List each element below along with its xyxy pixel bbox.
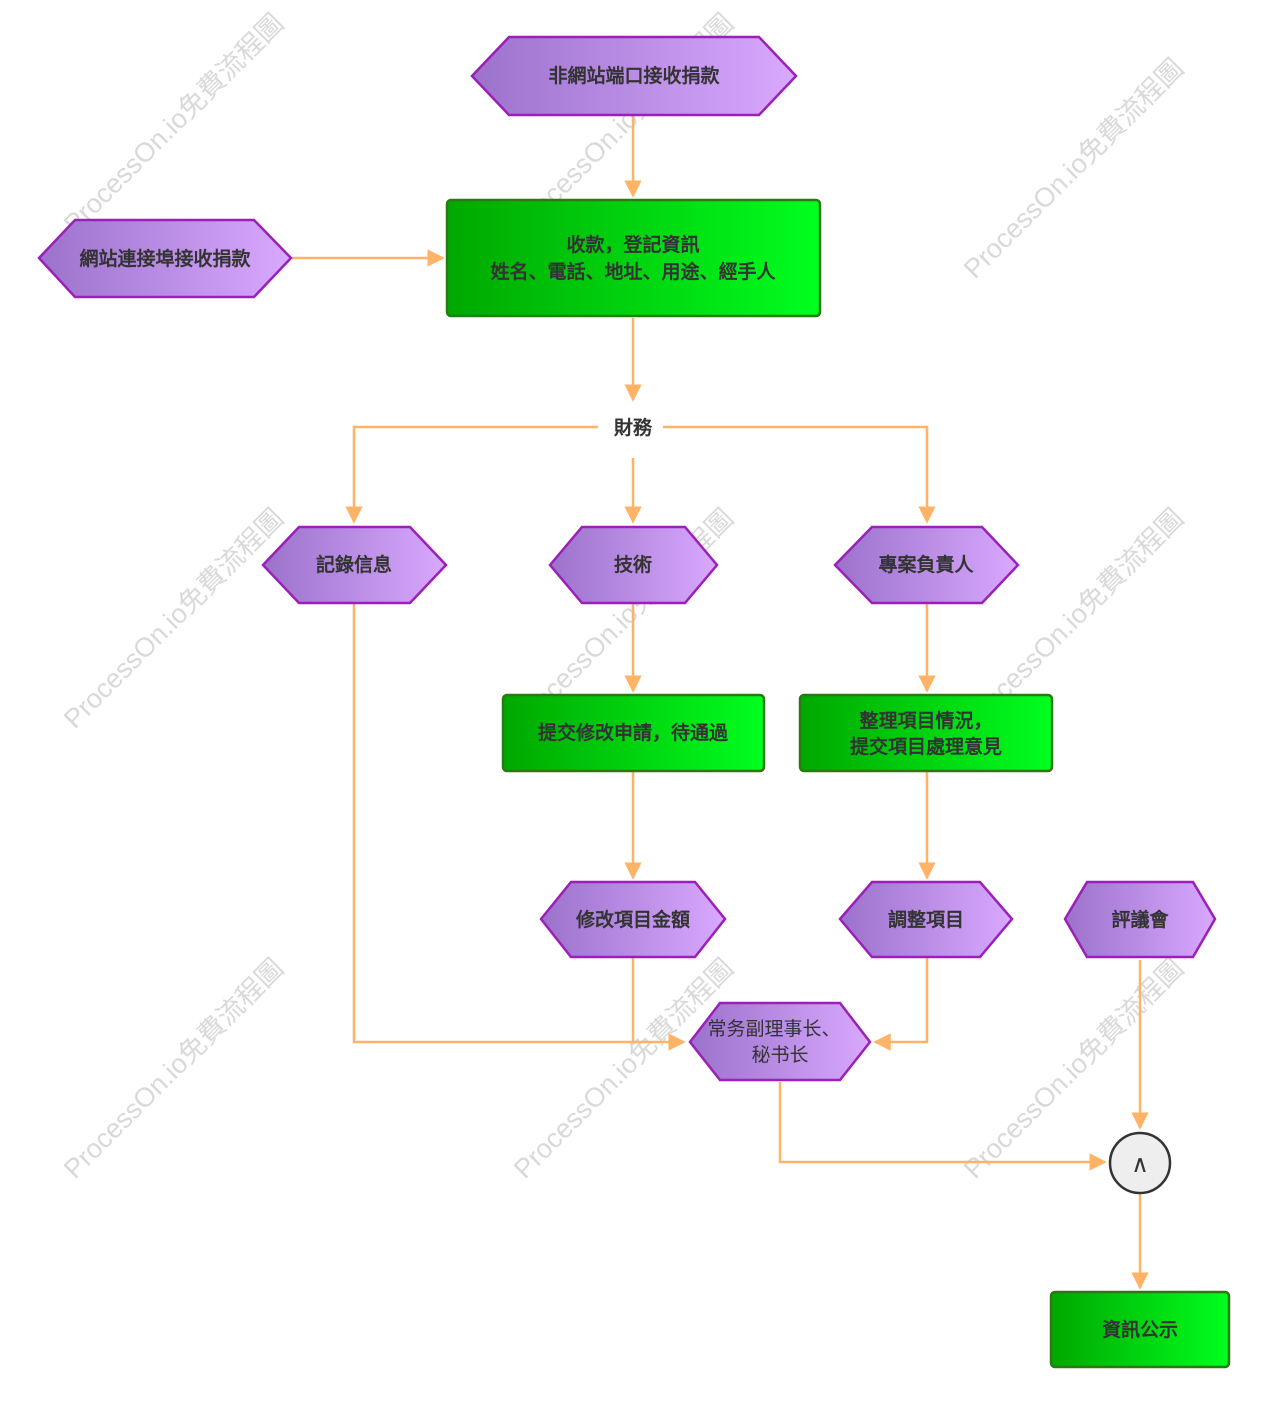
node-website-receive: 網站連接埠接收捐款 [37, 218, 293, 299]
node-project-lead: 專案負責人 [833, 525, 1020, 605]
node-label: 姓名、電話、地址、用途、經手人 [490, 260, 776, 283]
and-symbol: ∧ [1131, 1150, 1149, 1178]
watermark-text: ProcessOn.io免費流程圖 [58, 953, 289, 1184]
watermark-text: ProcessOn.io免費流程圖 [508, 953, 739, 1184]
node-label: 提交項目處理意見 [850, 735, 1002, 758]
node-label: 技術 [614, 553, 652, 576]
node-label: 專案負責人 [878, 553, 974, 576]
node-label: 提交修改申請，待通過 [538, 721, 729, 744]
node-collect-register: 收款，登記資訊 姓名、電話、地址、用途、經手人 [445, 198, 822, 318]
node-label: 秘书长 [751, 1044, 808, 1066]
watermark-text: ProcessOn.io免費流程圖 [58, 8, 289, 239]
node-label: 非網站端口接收捐款 [548, 64, 720, 87]
node-label: 常务副理事长、 [707, 1018, 840, 1040]
node-record-info: 記錄信息 [261, 525, 448, 605]
node-technical: 技術 [548, 525, 719, 605]
and-gate: ∧ [1108, 1131, 1172, 1195]
watermark-text: ProcessOn.io免費流程圖 [58, 503, 289, 734]
node-label: 調整項目 [888, 908, 964, 931]
node-label: 網站連接埠接收捐款 [79, 247, 251, 270]
node-adjust-project: 調整項目 [838, 880, 1014, 959]
node-modify-amount: 修改項目金額 [539, 880, 727, 959]
node-review-committee: 評議會 [1063, 880, 1217, 959]
node-info-publish: 資訊公示 [1049, 1290, 1231, 1369]
connector-arrow [873, 958, 929, 1051]
node-label: 修改項目金額 [575, 908, 690, 931]
node-label: 財務 [614, 416, 653, 439]
node-organize-project: 整理項目情況， 提交項目處理意見 [798, 693, 1054, 773]
node-label: 收款，登記資訊 [566, 233, 699, 256]
connector-arrow [345, 425, 598, 524]
node-finance: 財務 [614, 416, 653, 439]
connector-arrow [663, 425, 936, 524]
connector-arrow [778, 1082, 1107, 1171]
watermark-text: ProcessOn.io免費流程圖 [958, 53, 1189, 284]
node-label: 評議會 [1111, 908, 1169, 931]
node-label: 整理項目情況， [859, 709, 992, 732]
node-vice-chair-secretary: 常务副理事长、 秘书长 [688, 1001, 872, 1082]
connector-arrow [352, 604, 686, 1051]
node-non-website-receive: 非網站端口接收捐款 [470, 35, 798, 117]
node-label: 資訊公示 [1102, 1318, 1178, 1341]
node-submit-change-request: 提交修改申請，待通過 [501, 693, 766, 773]
node-label: 記錄信息 [316, 553, 392, 576]
connector-layer [292, 116, 1149, 1290]
